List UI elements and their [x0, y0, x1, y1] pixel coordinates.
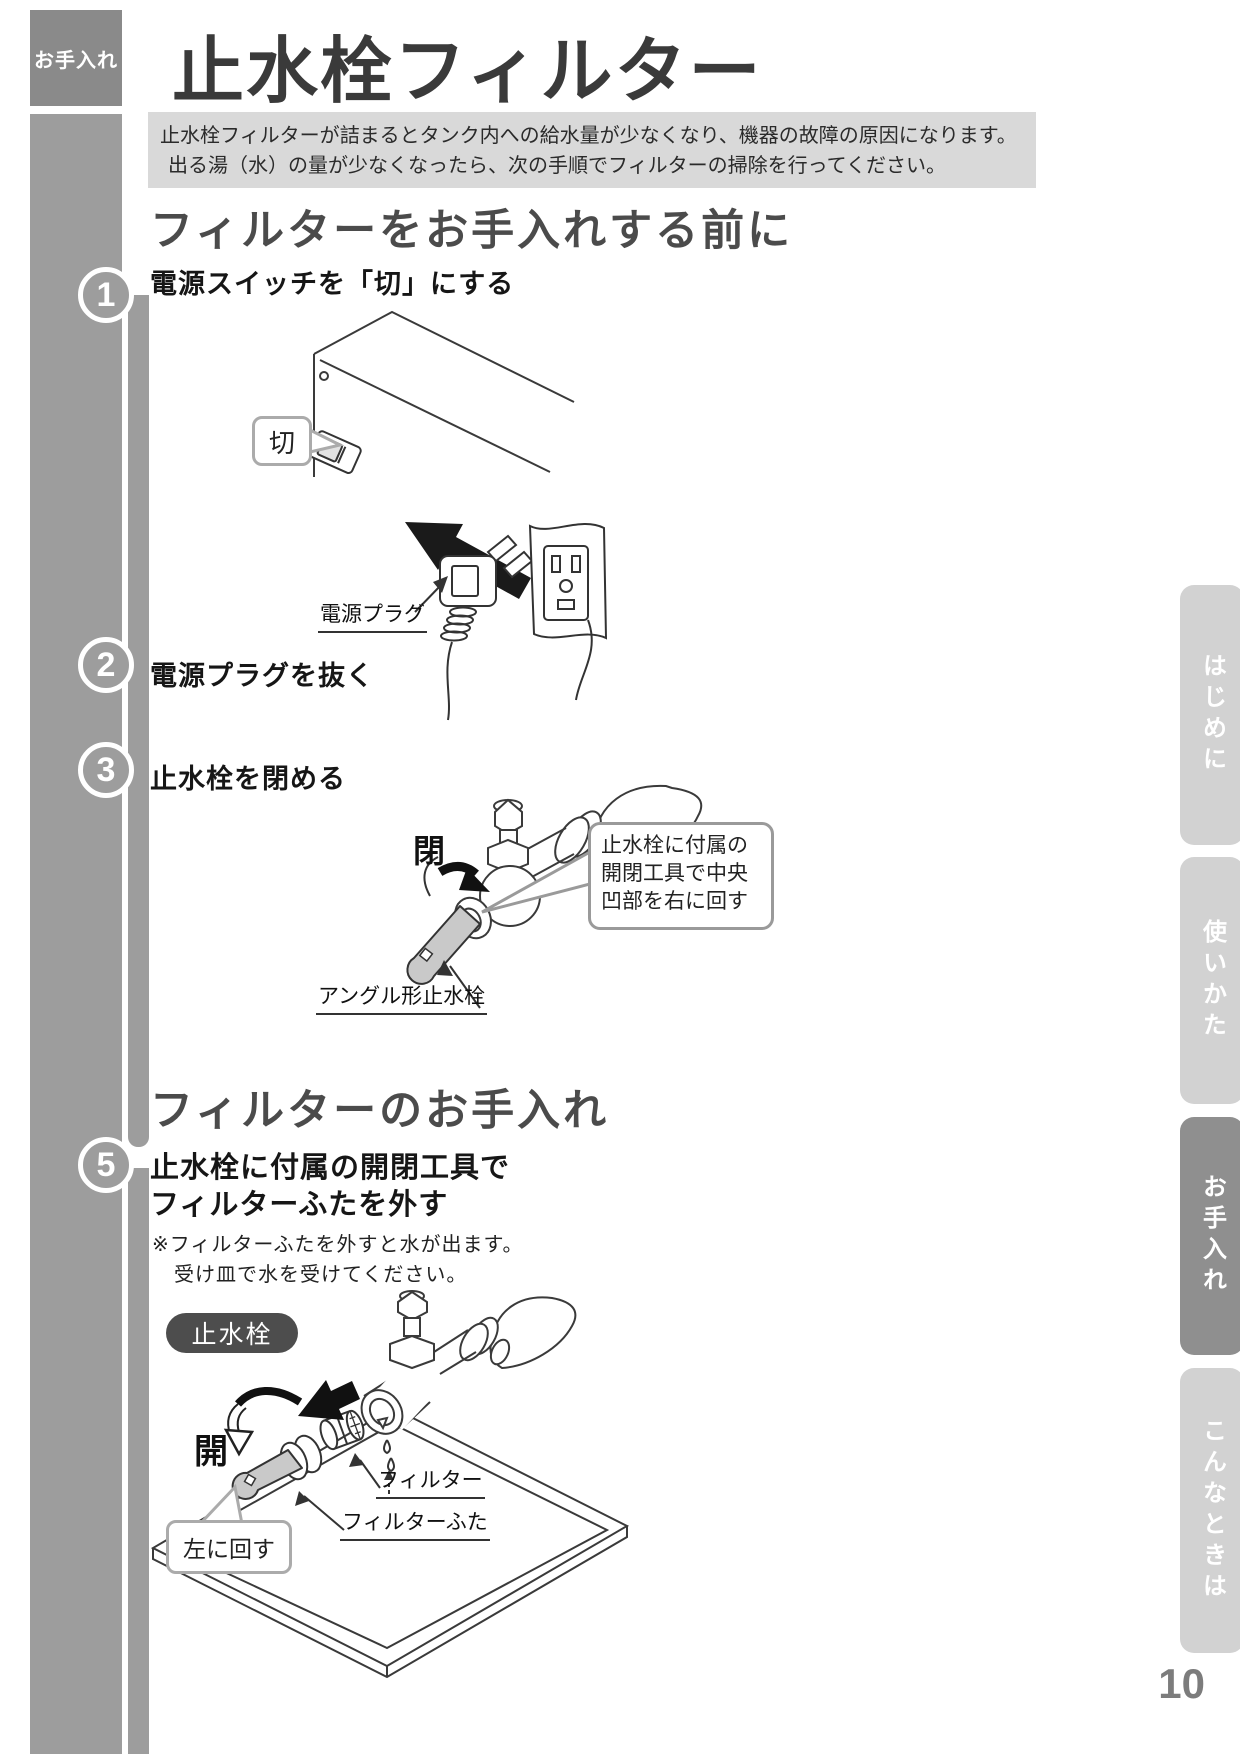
callout-line-2: 開閉工具で中央	[601, 861, 748, 885]
turn-bubble-pointer	[196, 1483, 244, 1526]
tool-callout: 止水栓に付属の 開閉工具で中央 凹部を右に回す	[588, 822, 774, 930]
intro-line-1: 止水栓フィルターが詰まるとタンク内への給水量が少なくなり、機器の故障の原因になり…	[160, 125, 1017, 147]
open-rotation-arrow	[223, 1428, 255, 1457]
step-2-number: 2	[78, 637, 134, 693]
plug-leader-arrow	[433, 576, 448, 593]
step-5-note-line-1: ※フィルターふたを外すと水が出ます。	[152, 1234, 524, 1256]
open-label: 開	[194, 1433, 228, 1471]
switch-off-bubble: 切	[252, 416, 312, 466]
step-connector-top	[128, 295, 149, 1147]
page-title: 止水栓フィルター	[172, 32, 763, 112]
side-tab-tsukaikata: 使いかた	[1180, 857, 1240, 1104]
section-heading-before-care: フィルターをお手入れする前に	[150, 207, 794, 255]
step-5-text-line-1: 止水栓に付属の開閉工具で	[150, 1152, 511, 1184]
step-3-text: 止水栓を閉める	[150, 764, 346, 794]
side-tab-otearire-active: お手入れ	[1180, 1117, 1240, 1355]
power-plug-figure	[405, 522, 608, 721]
filter-removal-figure	[150, 1290, 630, 1679]
section-heading-filter-care: フィルターのお手入れ	[150, 1087, 610, 1135]
step-5-number: 5	[78, 1137, 134, 1193]
close-label: 閉	[413, 833, 446, 869]
step-2-text: 電源プラグを抜く	[150, 661, 374, 691]
step-5-text-line-2: フィルターふたを外す	[150, 1189, 449, 1221]
stop-valve-badge: 止水栓	[166, 1313, 298, 1353]
valve-leader-arrow	[437, 960, 453, 976]
side-tab-konnatokiha: こんなときは	[1180, 1368, 1240, 1653]
plug-label: 電源プラグ	[318, 598, 427, 633]
filter-part	[319, 1409, 365, 1451]
step-1-text: 電源スイッチを「切」にする	[150, 269, 515, 299]
intro-line-2: 出る湯（水）の量が少なくなったら、次の手順でフィルターの掃除を行ってください。	[168, 155, 946, 177]
step-1-number: 1	[78, 267, 134, 323]
close-rotation-arrow	[459, 868, 490, 892]
category-tag: お手入れ	[30, 10, 122, 106]
angle-valve-label: アングル形止水栓	[316, 980, 488, 1015]
power-switch-figure	[308, 310, 575, 477]
remove-arrow	[298, 1380, 360, 1420]
step-connector-bottom	[128, 1168, 149, 1754]
turn-left-bubble: 左に回す	[166, 1520, 292, 1574]
valve-tool	[406, 905, 481, 985]
lid-and-tool-part	[231, 1434, 323, 1500]
page-number: 10	[1158, 1660, 1205, 1707]
callout-line-3: 凹部を右に回す	[601, 889, 748, 913]
side-tab-hajimeni: はじめに	[1180, 585, 1240, 845]
step-5-note-line-2: 受け皿で水を受けてください。	[174, 1264, 468, 1286]
filter-label: フィルター	[376, 1464, 485, 1499]
intro-note-box: 止水栓フィルターが詰まるとタンク内への給水量が少なくなり、機器の故障の原因になり…	[148, 112, 1036, 188]
callout-line-1: 止水栓に付属の	[601, 834, 748, 857]
step-3-number: 3	[78, 742, 134, 798]
left-rail-bar	[30, 114, 122, 1754]
filter-lid-label: フィルターふた	[340, 1506, 490, 1541]
